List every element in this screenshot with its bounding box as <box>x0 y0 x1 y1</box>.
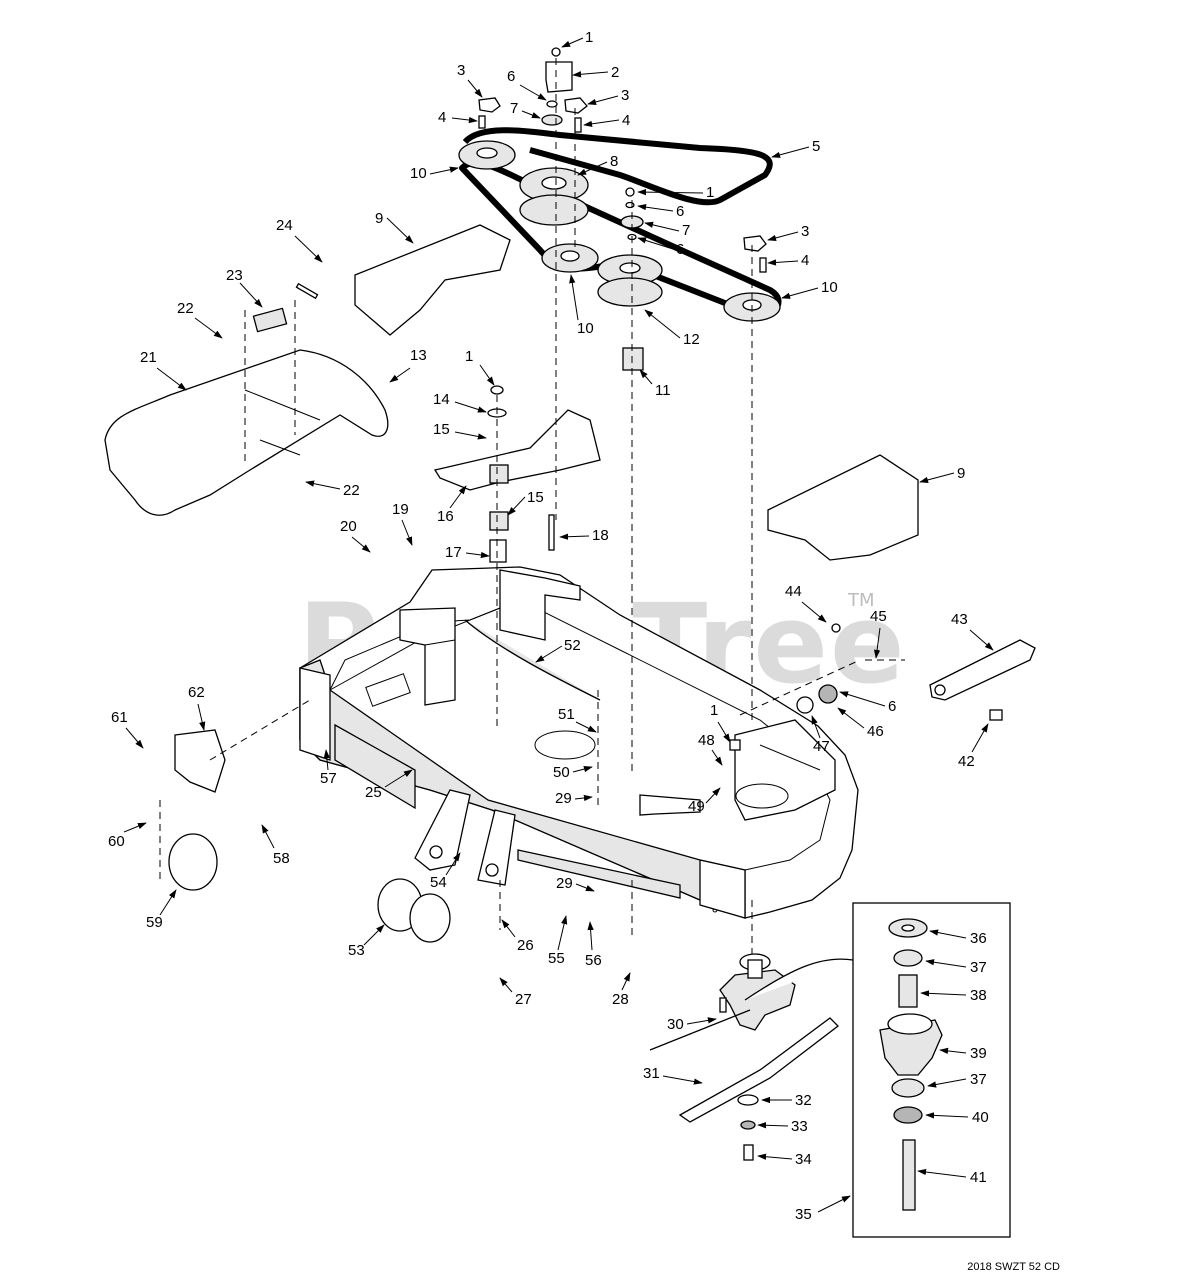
callout-26: 26 <box>517 937 534 954</box>
callout-7b: 7 <box>682 222 690 239</box>
callout-6d: 6 <box>888 698 896 715</box>
callout-39: 39 <box>970 1045 987 1062</box>
callout-44: 44 <box>785 583 802 600</box>
callout-6: 6 <box>507 68 515 85</box>
belt-covers <box>354 224 919 561</box>
callout-61: 61 <box>111 709 128 726</box>
springs-and-arm <box>252 282 601 701</box>
callout-1: 1 <box>585 29 593 46</box>
callout-2: 2 <box>611 64 619 81</box>
callout-48: 48 <box>698 732 715 749</box>
callout-56: 56 <box>585 952 602 969</box>
callout-49: 49 <box>688 798 705 815</box>
callout-55: 55 <box>548 950 565 967</box>
watermark-trademark: TM <box>847 590 875 611</box>
callout-9b: 9 <box>957 465 965 482</box>
callout-7: 7 <box>510 100 518 117</box>
callout-11: 11 <box>655 382 671 399</box>
callout-21: 21 <box>140 349 157 366</box>
callout-6c: 6 <box>676 241 684 258</box>
callout-62: 62 <box>188 684 205 701</box>
callout-4: 4 <box>438 109 446 126</box>
callout-22: 22 <box>177 300 194 317</box>
callout-10: 10 <box>410 165 427 182</box>
callout-59: 59 <box>146 914 163 931</box>
callout-47: 47 <box>813 738 830 755</box>
callout-51: 51 <box>558 706 575 723</box>
callout-42: 42 <box>958 753 975 770</box>
callout-10b: 10 <box>577 320 594 337</box>
callout-4b: 4 <box>622 112 630 129</box>
callout-36: 36 <box>970 930 987 947</box>
mower-deck <box>299 566 859 919</box>
callout-17: 17 <box>445 544 462 561</box>
callout-29: 29 <box>555 790 572 807</box>
callout-3: 3 <box>457 62 465 79</box>
callout-40: 40 <box>972 1109 989 1126</box>
callout-45: 45 <box>870 608 887 625</box>
callout-43: 43 <box>951 611 968 628</box>
callout-54: 54 <box>430 874 447 891</box>
callout-38: 38 <box>970 987 987 1004</box>
spindle-inset <box>744 902 1011 1238</box>
assembly-lines <box>159 58 905 960</box>
callout-37b: 37 <box>970 1071 987 1088</box>
callout-10c: 10 <box>821 279 838 296</box>
callout-37: 37 <box>970 959 987 976</box>
callout-18: 18 <box>592 527 609 544</box>
callout-12: 12 <box>683 331 700 348</box>
callout-60: 60 <box>108 833 125 850</box>
callout-24: 24 <box>276 217 293 234</box>
callout-22b: 22 <box>343 482 360 499</box>
callout-46: 46 <box>867 723 884 740</box>
callout-57: 57 <box>320 770 337 787</box>
callout-27: 27 <box>515 991 532 1008</box>
callout-25: 25 <box>365 784 382 801</box>
callout-28: 28 <box>612 991 629 1008</box>
spindle-assembly <box>649 953 839 1161</box>
callout-3c: 3 <box>801 223 809 240</box>
pulleys <box>458 140 781 322</box>
callout-13: 13 <box>410 347 427 364</box>
callout-15b: 15 <box>527 489 544 506</box>
callout-6b: 6 <box>676 203 684 220</box>
callout-58: 58 <box>273 850 290 867</box>
callout-8: 8 <box>610 153 618 170</box>
right-linkage <box>729 623 1036 751</box>
callout-23: 23 <box>226 267 243 284</box>
callouts: 1 2 3 4 5 6 7 8 9 10 11 12 13 14 15 16 1… <box>108 29 994 1223</box>
callout-9: 9 <box>375 210 383 227</box>
callout-53: 53 <box>348 942 365 959</box>
callout-31: 31 <box>643 1065 660 1082</box>
discharge-chute <box>104 349 389 516</box>
callout-35: 35 <box>795 1206 812 1223</box>
callout-1d: 1 <box>710 702 718 719</box>
callout-3b: 3 <box>621 87 629 104</box>
callout-50: 50 <box>553 764 570 781</box>
callout-1b: 1 <box>465 348 473 365</box>
callout-20: 20 <box>340 518 357 535</box>
callout-16: 16 <box>437 508 454 525</box>
callout-4c: 4 <box>801 252 809 269</box>
callout-14: 14 <box>433 391 450 408</box>
callout-30: 30 <box>667 1016 684 1033</box>
callout-1c: 1 <box>706 184 714 201</box>
callout-15: 15 <box>433 421 450 438</box>
callout-34: 34 <box>795 1151 812 1168</box>
callout-41: 41 <box>970 1169 987 1186</box>
diagram-caption: 2018 SWZT 52 CD <box>967 1261 1060 1273</box>
callout-32: 32 <box>795 1092 812 1109</box>
gauge-wheels <box>168 729 451 943</box>
callout-52: 52 <box>564 637 581 654</box>
callout-19: 19 <box>392 501 409 518</box>
callout-5: 5 <box>812 138 820 155</box>
callout-29b: 29 <box>556 875 573 892</box>
callout-33: 33 <box>791 1118 808 1135</box>
